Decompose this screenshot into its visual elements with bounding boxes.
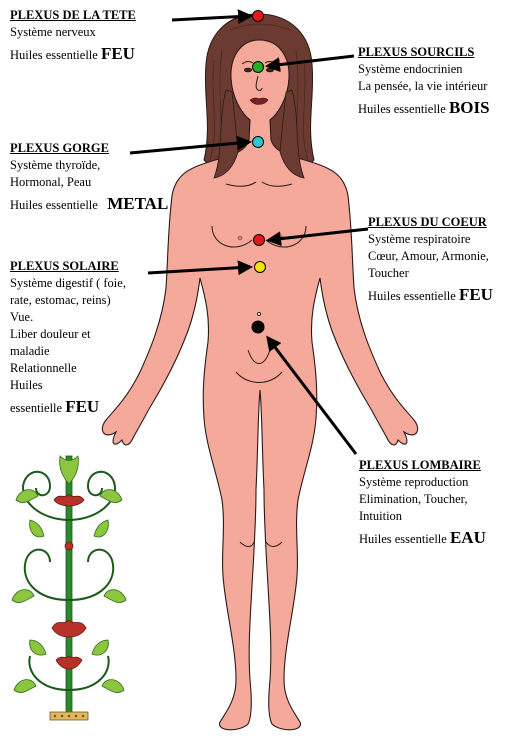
line: Système digestif ( foie, xyxy=(10,275,126,292)
oil-line: Huiles essentielle EAU xyxy=(359,529,486,548)
element: EAU xyxy=(450,528,486,547)
chakra-point-tete xyxy=(253,11,264,22)
chakra-point-gorge xyxy=(253,137,264,148)
oil-line: Huiles essentielle BOIS xyxy=(358,99,490,118)
chakra-point-coeur xyxy=(254,235,265,246)
line: maladie xyxy=(10,343,126,360)
line: Vue. xyxy=(10,309,126,326)
oil-label: Huiles essentielle xyxy=(359,532,447,546)
line: Cœur, Amour, Armonie, xyxy=(368,248,493,265)
element: METAL xyxy=(107,194,168,213)
oil-label: Huiles essentielle xyxy=(358,102,446,116)
title: PLEXUS DU COEUR xyxy=(368,214,493,231)
oil-label: Huiles essentielle xyxy=(368,289,456,303)
chakra-point-lombaire xyxy=(252,321,264,333)
label-plexus-sourcils: PLEXUS SOURCILS Système endocrinien La p… xyxy=(358,44,490,118)
label-plexus-tete: PLEXUS DE LA TETE Système nerveux Huiles… xyxy=(10,7,136,64)
line: Intuition xyxy=(359,508,486,525)
title: PLEXUS GORGE xyxy=(10,140,168,157)
element: FEU xyxy=(101,44,135,63)
label-plexus-solaire: PLEXUS SOLAIRE Système digestif ( foie, … xyxy=(10,258,126,417)
oil-label: essentielle xyxy=(10,401,62,415)
oil-line: essentielle FEU xyxy=(10,398,126,417)
oil-line: Huiles essentielle METAL xyxy=(10,195,168,214)
oil-line: Huiles essentielle FEU xyxy=(368,286,493,305)
line: Toucher xyxy=(368,265,493,282)
title: PLEXUS SOLAIRE xyxy=(10,258,126,275)
line: Liber douleur et xyxy=(10,326,126,343)
line: Système nerveux xyxy=(10,24,136,41)
element: FEU xyxy=(459,285,493,304)
line: rate, estomac, reins) xyxy=(10,292,126,309)
line: La pensée, la vie intérieur xyxy=(358,78,490,95)
chakra-point-sourcils xyxy=(253,62,264,73)
line: Relationnelle xyxy=(10,360,126,377)
line: Huiles xyxy=(10,377,126,394)
label-plexus-lombaire: PLEXUS LOMBAIRE Système reproduction Eli… xyxy=(359,457,486,548)
line: Elimination, Toucher, xyxy=(359,491,486,508)
title: PLEXUS SOURCILS xyxy=(358,44,490,61)
title: PLEXUS LOMBAIRE xyxy=(359,457,486,474)
line: Système endocrinien xyxy=(358,61,490,78)
oil-label: Huiles essentielle xyxy=(10,198,98,212)
chakra-point-solaire xyxy=(255,262,266,273)
line: Système reproduction xyxy=(359,474,486,491)
title: PLEXUS DE LA TETE xyxy=(10,7,136,24)
line: Hormonal, Peau xyxy=(10,174,168,191)
element: BOIS xyxy=(449,98,490,117)
label-plexus-gorge: PLEXUS GORGE Système thyroïde, Hormonal,… xyxy=(10,140,168,214)
line: Système thyroïde, xyxy=(10,157,168,174)
ornament-vine xyxy=(12,456,126,720)
element: FEU xyxy=(65,397,99,416)
oil-line: Huiles essentielle FEU xyxy=(10,45,136,64)
line: Système respiratoire xyxy=(368,231,493,248)
oil-label: Huiles essentielle xyxy=(10,48,98,62)
label-plexus-coeur: PLEXUS DU COEUR Système respiratoire Cœu… xyxy=(368,214,493,305)
